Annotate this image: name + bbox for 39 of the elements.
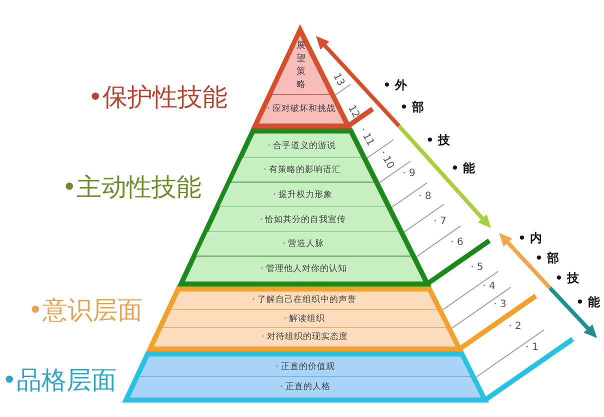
pyramid-row: · 正直的价值观 (140, 356, 471, 377)
row-number: · 4 (482, 282, 496, 292)
pyramid-layer (121, 351, 490, 403)
side-label: • 部 (535, 252, 559, 264)
pyramid-row: · 正直的人格 (130, 377, 481, 398)
row-number: · 1 (526, 343, 538, 353)
side-label: • 技 (426, 134, 450, 146)
row-number: · 10 (377, 149, 395, 171)
pyramid-row: · 营造人脉 (196, 232, 411, 257)
row-number: 12 (346, 104, 360, 120)
side-label: • 能 (451, 162, 475, 174)
row-number: · 7 (434, 217, 446, 227)
pyramid-layer (145, 286, 464, 352)
pyramid-row: · 有策略的影响语汇 (230, 158, 374, 183)
pyramid-row: · 了解自己在组织中的声誉 (171, 292, 438, 310)
pyramid-row: · 解读组织 (162, 310, 446, 328)
row-number: · 3 (494, 300, 506, 310)
row-number: · 6 (450, 238, 464, 248)
pyramid-layer (176, 128, 432, 287)
row-number: · 5 (470, 263, 484, 273)
side-label: • 能 (576, 296, 600, 308)
row-number: · 9 (402, 169, 416, 179)
layer-heading: •意识层面 (28, 298, 143, 322)
side-label: • 内 (518, 232, 542, 244)
layer-heading: •主动性技能 (62, 174, 202, 200)
pyramid-row: · 提升权力形象 (219, 182, 386, 208)
pyramid-row: · 管理他人对你的认知 (184, 256, 423, 282)
layer-heading: •保护性技能 (88, 84, 228, 110)
side-label: • 外 (383, 79, 407, 91)
pyramid-row: · 应对破坏和挑战 (258, 95, 344, 124)
side-label: • 部 (400, 101, 424, 113)
layer-heading: •品格层面 (2, 368, 117, 392)
row-number: 13 (330, 72, 346, 88)
pyramid-row: 展望策略 (272, 36, 330, 95)
row-number: · 8 (418, 192, 432, 202)
pyramid-row: · 恰如其分的自我宣传 (208, 208, 398, 232)
side-label: • 技 (555, 272, 579, 284)
row-number: · 2 (508, 322, 522, 332)
pyramid-row: · 对待组织的现实态度 (154, 328, 456, 346)
